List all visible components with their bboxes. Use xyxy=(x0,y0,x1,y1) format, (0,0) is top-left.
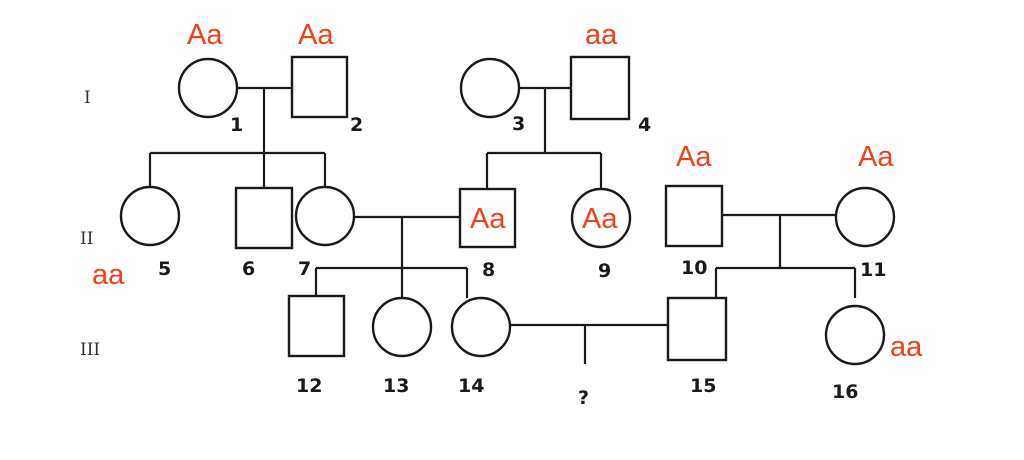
individual-number-10: 10 xyxy=(681,257,707,279)
individual-8-male xyxy=(458,187,517,249)
genotype-9: Aa xyxy=(582,203,618,235)
individual-2-male xyxy=(290,55,349,119)
individual-7-female xyxy=(294,185,356,247)
individual-number-8: 8 xyxy=(482,259,495,281)
genotype-2: Aa xyxy=(298,19,334,51)
individual-11-female xyxy=(834,186,896,248)
individual-number-11: 11 xyxy=(860,259,886,281)
individual-3-female xyxy=(459,57,521,119)
individual-number-5: 5 xyxy=(158,258,171,280)
individual-9-female xyxy=(570,187,632,249)
individual-15-male xyxy=(666,296,728,362)
individual-number-14: 14 xyxy=(458,375,484,397)
genotype-5: aa xyxy=(92,259,125,291)
individual-4-male xyxy=(569,55,631,121)
connector-lines xyxy=(148,86,857,364)
genotype-11: Aa xyxy=(858,141,894,173)
individual-13-female xyxy=(371,296,433,358)
individual-number-7: 7 xyxy=(298,258,311,280)
individual-number-6: 6 xyxy=(242,258,255,280)
generation-label-2: II xyxy=(80,229,93,249)
individual-number-15: 15 xyxy=(690,375,716,397)
generation-label-3: III xyxy=(80,340,100,360)
individual-number-4: 4 xyxy=(638,114,651,136)
individual-number-13: 13 xyxy=(383,375,409,397)
individual-number-1: 1 xyxy=(230,114,243,136)
genotype-4: aa xyxy=(585,19,618,51)
individual-number-9: 9 xyxy=(598,260,611,282)
genotype-16: aa xyxy=(890,331,923,363)
generation-label-1: I xyxy=(84,88,91,108)
offspring-question-mark: ? xyxy=(578,387,589,409)
individual-6-male xyxy=(234,186,294,250)
individual-5-female xyxy=(119,185,181,247)
individual-number-12: 12 xyxy=(296,375,322,397)
individual-10-male xyxy=(664,184,724,248)
individual-1-female xyxy=(177,57,239,119)
individual-number-3: 3 xyxy=(512,113,525,135)
individual-16-female xyxy=(824,304,886,366)
individual-number-16: 16 xyxy=(832,381,858,403)
individual-14-female xyxy=(450,296,512,358)
individual-number-2: 2 xyxy=(350,114,363,136)
individual-12-male xyxy=(287,294,346,358)
genotype-10: Aa xyxy=(676,141,712,173)
genotype-8: Aa xyxy=(470,203,506,235)
genotype-1: Aa xyxy=(187,19,223,51)
